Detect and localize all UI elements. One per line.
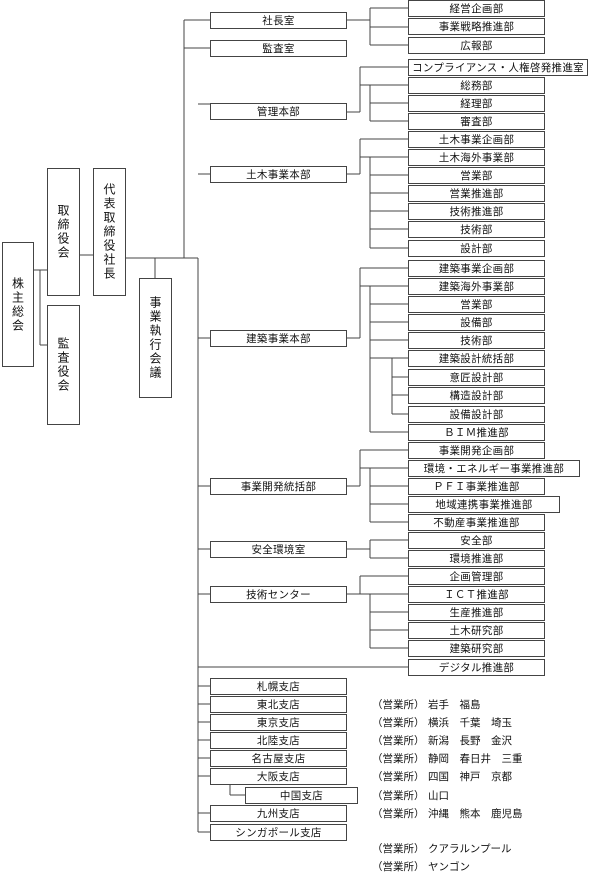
sales-office-names: クアラルンプール [428, 843, 512, 855]
dept-box: 営業部 [408, 167, 545, 184]
sales-office-label: （営業所） [372, 717, 425, 729]
dept-box: 経理部 [408, 95, 545, 112]
sales-office-line: （営業所）クアラルンプール [372, 841, 511, 856]
division-admin: 管理本部 [210, 103, 347, 120]
branch-box: シンガポール支店 [210, 824, 347, 841]
sales-office-label: （営業所） [372, 771, 425, 783]
division-president-office: 社長室 [210, 12, 347, 29]
dept-box: 建築海外事業部 [408, 278, 545, 295]
sales-office-label: （営業所） [372, 699, 425, 711]
dept-box: 設備部 [408, 314, 545, 331]
president-box: 代表取締役社長 [93, 168, 126, 296]
dept-box: 土木事業企画部 [408, 131, 545, 148]
sales-office-label: （営業所） [372, 808, 425, 820]
dept-box: 地域連携事業推進部 [408, 496, 560, 513]
executive-committee-box: 事業執行会議 [139, 278, 172, 398]
sales-office-names: ヤンゴン [428, 861, 470, 872]
shareholders-meeting-box: 株主総会 [2, 242, 34, 367]
auditors-board-box: 監査役会 [47, 305, 80, 425]
sales-office-label: （営業所） [372, 753, 425, 765]
branch-box: 東京支店 [210, 714, 347, 731]
dept-box: 建築事業企画部 [408, 260, 545, 277]
branch-box: 東北支店 [210, 696, 347, 713]
dept-box: 技術部 [408, 221, 545, 238]
dept-box: 生産推進部 [408, 604, 545, 621]
sales-office-names: 四国 神戸 京都 [428, 771, 512, 783]
branch-box: 大阪支店 [210, 768, 347, 785]
sales-office-names: 沖縄 熊本 鹿児島 [428, 808, 523, 820]
dept-box: 総務部 [408, 77, 545, 94]
sales-office-label: （営業所） [372, 735, 425, 747]
dept-box: 構造設計部 [408, 387, 545, 404]
dept-box: 営業部 [408, 296, 545, 313]
sales-office-line: （営業所）横浜 千葉 埼玉 [372, 715, 512, 730]
division-civil: 土木事業本部 [210, 166, 347, 183]
branch-box: 九州支店 [210, 805, 347, 822]
dept-box: 不動産事業推進部 [408, 514, 545, 531]
dept-box: 土木海外事業部 [408, 149, 545, 166]
sales-office-names: 岩手 福島 [428, 699, 481, 711]
dept-box: ＢＩＭ推進部 [408, 424, 545, 441]
dept-box: 技術部 [408, 332, 545, 349]
division-tech-center: 技術センター [210, 586, 347, 603]
dept-digital: デジタル推進部 [408, 659, 545, 676]
sales-office-line: （営業所）山口 [372, 788, 449, 803]
dept-box: コンプライアンス・人権啓発推進室 [408, 59, 588, 76]
sales-office-names: 新潟 長野 金沢 [428, 735, 512, 747]
branch-box: 北陸支店 [210, 732, 347, 749]
dept-box: 審査部 [408, 113, 545, 130]
sales-office-names: 山口 [428, 790, 449, 802]
dept-box: 建築設計統括部 [408, 350, 545, 367]
division-audit-office: 監査室 [210, 40, 347, 57]
sales-office-names: 横浜 千葉 埼玉 [428, 717, 512, 729]
sales-office-line: （営業所）沖縄 熊本 鹿児島 [372, 806, 523, 821]
dept-box: 経営企画部 [408, 0, 545, 17]
dept-box: ＩＣＴ推進部 [408, 586, 545, 603]
sales-office-label: （営業所） [372, 861, 425, 872]
dept-box: 環境推進部 [408, 550, 545, 567]
dept-box: 環境・エネルギー事業推進部 [408, 460, 580, 477]
dept-box: 安全部 [408, 532, 545, 549]
dept-box: 広報部 [408, 37, 545, 54]
branch-box: 名古屋支店 [210, 750, 347, 767]
branch-box: 札幌支店 [210, 678, 347, 695]
sales-office-line: （営業所）静岡 春日井 三重 [372, 751, 523, 766]
sales-office-line: （営業所）岩手 福島 [372, 697, 481, 712]
sales-office-label: （営業所） [372, 843, 425, 855]
dept-box: 建築研究部 [408, 640, 545, 657]
sales-office-names: 静岡 春日井 三重 [428, 753, 523, 765]
dept-box: 企画管理部 [408, 568, 545, 585]
sales-office-line: （営業所）新潟 長野 金沢 [372, 733, 512, 748]
division-building: 建築事業本部 [210, 330, 347, 347]
dept-box: 意匠設計部 [408, 369, 545, 386]
division-bizdev: 事業開発統括部 [210, 478, 347, 495]
sub-branch-box: 中国支店 [245, 787, 358, 804]
sales-office-label: （営業所） [372, 790, 425, 802]
board-of-directors-box: 取締役会 [47, 168, 80, 296]
sales-office-line: （営業所）ヤンゴン [372, 859, 470, 872]
sales-office-line: （営業所）四国 神戸 京都 [372, 769, 512, 784]
dept-box: 技術推進部 [408, 203, 545, 220]
dept-box: 設計部 [408, 240, 545, 257]
dept-box: ＰＦＩ事業推進部 [408, 478, 545, 495]
dept-box: 営業推進部 [408, 185, 545, 202]
dept-box: 事業戦略推進部 [408, 18, 545, 35]
dept-box: 事業開発企画部 [408, 442, 545, 459]
dept-box: 設備設計部 [408, 406, 545, 423]
division-safety: 安全環境室 [210, 541, 347, 558]
dept-box: 土木研究部 [408, 622, 545, 639]
